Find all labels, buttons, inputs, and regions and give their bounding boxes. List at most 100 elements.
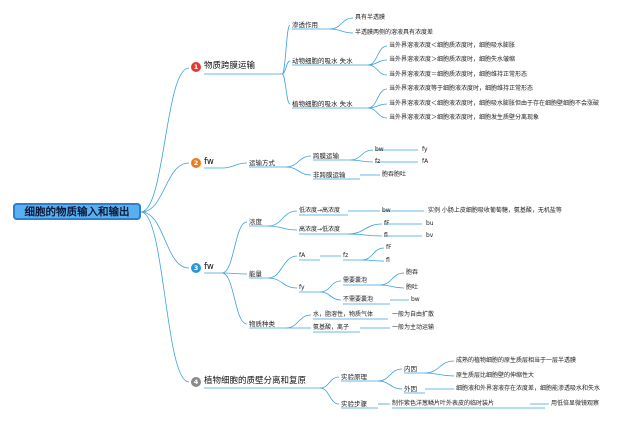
principle-label[interactable]: 实验原理: [341, 373, 367, 381]
energy-label[interactable]: 能量: [249, 270, 262, 278]
animal-item-2: 当外界溶液浓度＞细胞质浓度时，细胞失水皱缩: [389, 56, 516, 63]
energy-fA-leaf-1: fF: [386, 244, 392, 251]
fy-link-0: [319, 280, 342, 293]
energy-link-1: [267, 277, 298, 289]
branch-2-number-badge: 2: [191, 158, 201, 168]
free-diffusion-note: 一般为自由扩散: [392, 311, 435, 318]
b3-link-2: [221, 272, 248, 325]
low-to-high-label[interactable]: 低浓度→高浓度: [299, 207, 341, 214]
animal-cell-label[interactable]: 动物细胞的吸水 失水: [292, 57, 353, 65]
highlow-link-1: [347, 233, 383, 237]
high-low-a1: fF: [384, 220, 390, 227]
fy-link-1: [319, 291, 342, 301]
highlow-link-0: [347, 223, 383, 235]
plant-link-2: [367, 107, 388, 119]
outer-item: 细胞液和外界溶液存在浓度差，细胞能渗透吸水和失水: [456, 385, 601, 392]
no-vesicle-child: bw: [411, 296, 420, 303]
osmosis-item-1: 具有半透膜: [355, 14, 386, 21]
animal-item-1: 当外界溶液浓度＜细胞质浓度时，细胞吸水膨胀: [389, 42, 516, 49]
b1-link-0: [281, 24, 291, 75]
trans-r2a: fz: [375, 158, 381, 165]
branch-4-number-badge: 4: [191, 377, 201, 387]
branch-4-label[interactable]: 植物细胞的质壁分离和复原: [204, 376, 307, 386]
concentration-label[interactable]: 浓度: [249, 218, 262, 226]
osmosis-label[interactable]: 渗透作用: [292, 21, 318, 29]
b4-link-0: [319, 376, 340, 389]
branch-2-label[interactable]: fw: [204, 157, 214, 167]
b2-link: [221, 162, 248, 169]
osmosis-link-1: [329, 28, 354, 34]
high-low-a1-child: bu: [426, 220, 434, 227]
high-to-low-label[interactable]: 高浓度→低浓度: [299, 226, 341, 233]
steps-child: 制作紫色洋葱鳞片叶外表皮的临时装片: [392, 400, 495, 407]
low-high-child: bw: [382, 207, 391, 214]
osmosis-item-2: 半透膜两侧的溶液具有浓度差: [355, 29, 434, 36]
trans-r1b: fy: [422, 146, 428, 153]
active-transport-note: 一般为主动运输: [392, 324, 435, 331]
root-node[interactable]: 细胞的物质输入和输出: [13, 203, 141, 220]
amino-ion[interactable]: 氨基酸，离子: [313, 324, 350, 331]
plant-item-3: 当外界溶液浓度＞细胞液浓度时，细胞发生质壁分离现象: [389, 114, 540, 121]
plant-link-0: [367, 88, 388, 109]
root-link-0: [140, 67, 190, 213]
non-transmembrane-label[interactable]: 非跨膜运输: [313, 171, 346, 179]
principle-link-1: [377, 380, 403, 390]
conc-link-0: [267, 210, 298, 227]
energy-fy[interactable]: fy: [299, 284, 305, 291]
energy-fA[interactable]: fA: [299, 252, 306, 259]
substance-kind-label[interactable]: 物质种类: [249, 320, 275, 328]
osmosis-link-0: [329, 17, 354, 30]
branch-1-label[interactable]: 物质跨膜运输: [204, 61, 256, 71]
mode-link-1: [285, 166, 312, 176]
branch-1-number-badge: 1: [191, 62, 201, 72]
b1-link-1: [281, 60, 291, 75]
fz-link-0: [361, 247, 385, 261]
trans-link-0: [349, 149, 374, 161]
transmembrane-label[interactable]: 跨膜运输: [313, 152, 339, 160]
branch-3-label[interactable]: fw: [204, 262, 214, 272]
energy-link-0: [267, 255, 298, 279]
plant-cell-label[interactable]: 植物细胞的吸水 失水: [292, 100, 353, 108]
endo-exocytosis: 胞吞胞吐: [382, 171, 407, 178]
root-link-2: [140, 211, 190, 269]
energy-fA-leaf-2: fl: [386, 257, 390, 264]
principle-link-0: [377, 368, 403, 382]
need-vesicle-label[interactable]: 需要囊泡: [343, 277, 368, 284]
inner-link-0: [424, 360, 455, 374]
exocytosis: 胞吐: [406, 284, 419, 291]
conc-link-1: [267, 225, 298, 231]
outer-cause-label[interactable]: 外因: [404, 385, 417, 393]
inner-item-2: 原生质层比细胞壁的伸缩性大: [456, 372, 535, 379]
mode-link-0: [285, 155, 312, 168]
need-link-0: [379, 272, 405, 286]
root-link-1: [140, 162, 190, 213]
branch-3-number-badge: 3: [191, 263, 201, 273]
fz-link-1: [361, 259, 385, 262]
b1-link-2: [281, 73, 291, 105]
endocytosis: 胞吞: [406, 269, 419, 276]
high-low-a2-child: bv: [426, 232, 434, 239]
water-lipid-gas[interactable]: 水，脂溶性，物质气体: [313, 311, 374, 318]
inner-cause-label[interactable]: 内因: [404, 365, 417, 373]
steps-grandchild: 用低倍显微镜观察: [551, 400, 600, 407]
kind-link-0: [285, 314, 312, 329]
transport-mode-label[interactable]: 运输方式: [249, 159, 275, 167]
animal-item-3: 当外界溶液浓度＝细胞质浓度时，细胞维持正常形态: [389, 71, 528, 78]
high-low-a2: fl: [384, 232, 388, 239]
inner-item-1: 成熟的植物细胞的原生质层相当于一层半透膜: [456, 357, 577, 364]
need-link-1: [379, 284, 405, 289]
trans-r1a: bw: [375, 146, 384, 153]
no-vesicle-label[interactable]: 不需要囊泡: [343, 296, 374, 303]
root-link-3: [140, 211, 190, 383]
root-label: 细胞的物质输入和输出: [24, 206, 130, 218]
b3-link-0: [221, 221, 248, 274]
plant-item-1: 当外界溶液浓度等于细胞液浓度时，细胞维持正常形态: [389, 85, 534, 92]
plant-item-2: 当外界溶液浓度＜细胞液浓度时，细胞吸水膨胀但由于存在细胞壁细胞不会涨破: [389, 100, 600, 107]
trans-r2b: fA: [422, 158, 429, 165]
inner-link-1: [424, 372, 455, 377]
b4-link-1: [319, 387, 340, 405]
b3-link-1: [221, 272, 248, 275]
steps-label[interactable]: 实验步骤: [341, 400, 367, 408]
